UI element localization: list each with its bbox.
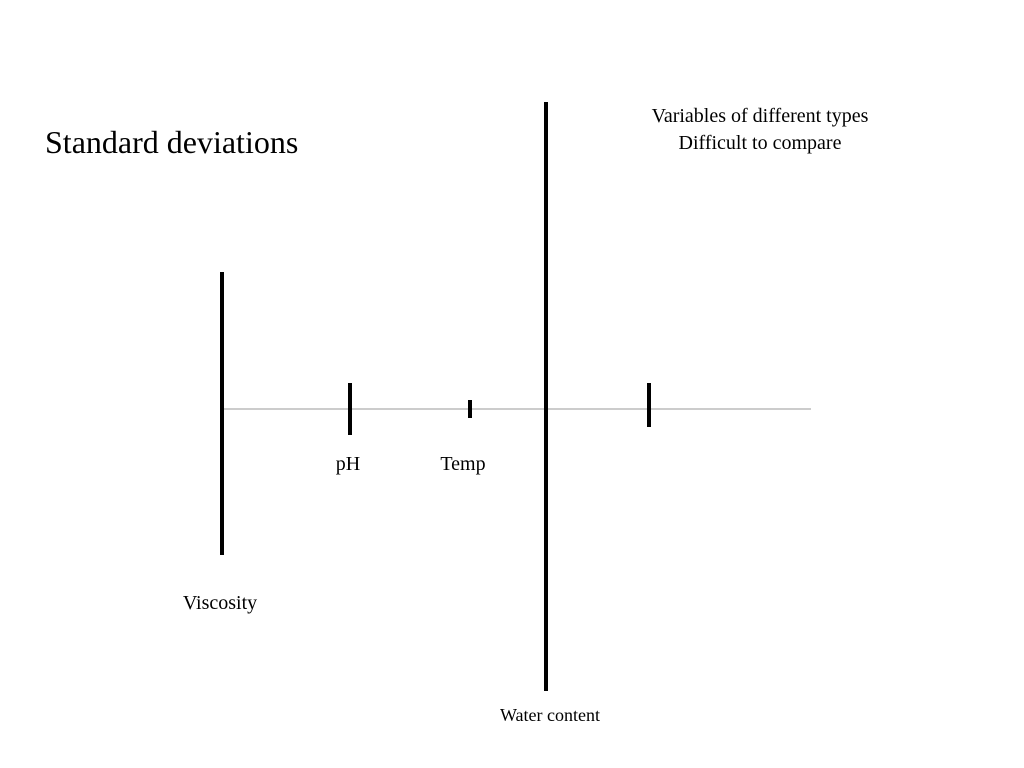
label-ph: pH bbox=[335, 453, 361, 475]
label-viscosity: Viscosity bbox=[182, 592, 258, 614]
label-temp: Temp bbox=[440, 453, 486, 475]
slide-title: Standard deviations bbox=[45, 124, 299, 160]
annotation-note: Variables of different types Difficult t… bbox=[620, 103, 900, 157]
label-water-content: Water content bbox=[499, 705, 600, 725]
note-line-1: Variables of different types bbox=[651, 105, 869, 127]
note-line-2: Difficult to compare bbox=[678, 132, 842, 154]
